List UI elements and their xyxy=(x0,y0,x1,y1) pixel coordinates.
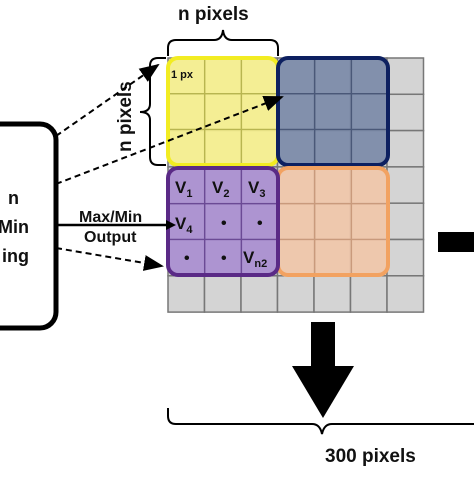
grid-cell xyxy=(167,275,206,313)
down-arrow-shaft xyxy=(311,322,335,368)
top-n-pixels-label: n pixels xyxy=(178,4,249,25)
value-v2: V2 xyxy=(212,178,229,200)
dashed-arrow-1 xyxy=(55,63,160,137)
value-v1: V1 xyxy=(175,178,192,200)
side-n-pixels-label: n pixels xyxy=(115,81,136,152)
grid-cell xyxy=(386,57,425,96)
value-v4: V4 xyxy=(175,214,193,236)
bottom-pixels-label: 300 pixels xyxy=(325,446,416,467)
grid-cell xyxy=(386,129,425,168)
max-min-label-1: Max/Min xyxy=(79,209,142,226)
down-arrow-head xyxy=(292,366,354,418)
value-vn2: Vn2 xyxy=(243,248,267,270)
dot-2: • xyxy=(257,215,263,232)
grid-cell xyxy=(386,238,425,277)
window-grid-lines xyxy=(170,60,386,273)
dot-3: • xyxy=(184,250,190,267)
grid-cell xyxy=(203,275,242,313)
right-arrow-bar xyxy=(438,232,474,252)
output-arrowhead xyxy=(166,220,176,230)
grid-cell xyxy=(349,275,388,313)
orange-window xyxy=(276,166,390,277)
pooling-values: V1 V2 V3 V4 • • • • Vn2 xyxy=(175,178,267,270)
dashed-arrow-2 xyxy=(55,96,284,185)
dot-4: • xyxy=(221,250,227,267)
left-box-text-2: Min xyxy=(0,217,29,237)
left-box-text-3: ing xyxy=(2,246,29,266)
top-brace xyxy=(167,29,279,56)
max-min-label-2: Output xyxy=(84,229,137,246)
grid-cell xyxy=(386,275,425,313)
left-brace xyxy=(139,57,166,166)
dot-1: • xyxy=(221,215,227,232)
grid-cell xyxy=(386,166,425,204)
left-box-text-1: n xyxy=(8,188,19,208)
one-px-label: 1 px xyxy=(171,69,194,81)
blue-window xyxy=(276,56,390,167)
grid-cell xyxy=(240,275,279,313)
grid-cell xyxy=(276,275,315,313)
value-v3: V3 xyxy=(248,178,265,200)
grid-cell xyxy=(313,275,352,313)
grid-cell xyxy=(386,93,425,132)
bottom-brace xyxy=(167,408,474,435)
grid-cell xyxy=(386,202,425,241)
dashed-arrow-3 xyxy=(55,247,164,271)
